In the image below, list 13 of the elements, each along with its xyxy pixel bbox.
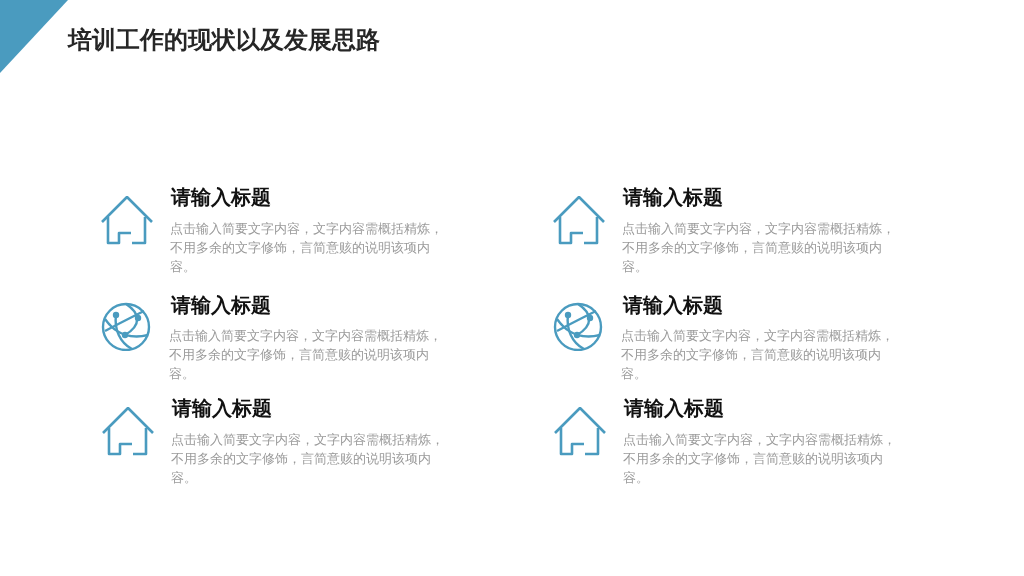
item-description: 点击输入简要文字内容，文字内容需概括精炼，不用多余的文字修饰，言简意赅的说明该项内容。 [623, 431, 897, 487]
item-description: 点击输入简要文字内容，文字内容需概括精炼，不用多余的文字修饰，言简意赅的说明该项内容。 [169, 327, 443, 383]
item-heading: 请输入标题 [171, 292, 271, 319]
item-heading: 请输入标题 [624, 395, 724, 422]
item-heading: 请输入标题 [171, 184, 271, 211]
item-heading: 请输入标题 [623, 292, 723, 319]
item-heading: 请输入标题 [172, 395, 272, 422]
item-heading: 请输入标题 [623, 184, 723, 211]
item-description: 点击输入简要文字内容，文字内容需概括精炼，不用多余的文字修饰，言简意赅的说明该项内容。 [621, 327, 895, 383]
title: 培训工作的现状以及发展思路 [68, 25, 380, 56]
item-description: 点击输入简要文字内容，文字内容需概括精炼，不用多余的文字修饰，言简意赅的说明该项内容。 [622, 220, 896, 276]
item-description: 点击输入简要文字内容，文字内容需概括精炼，不用多余的文字修饰，言简意赅的说明该项内容。 [171, 431, 445, 487]
item-description: 点击输入简要文字内容，文字内容需概括精炼，不用多余的文字修饰，言简意赅的说明该项内容。 [170, 220, 444, 276]
